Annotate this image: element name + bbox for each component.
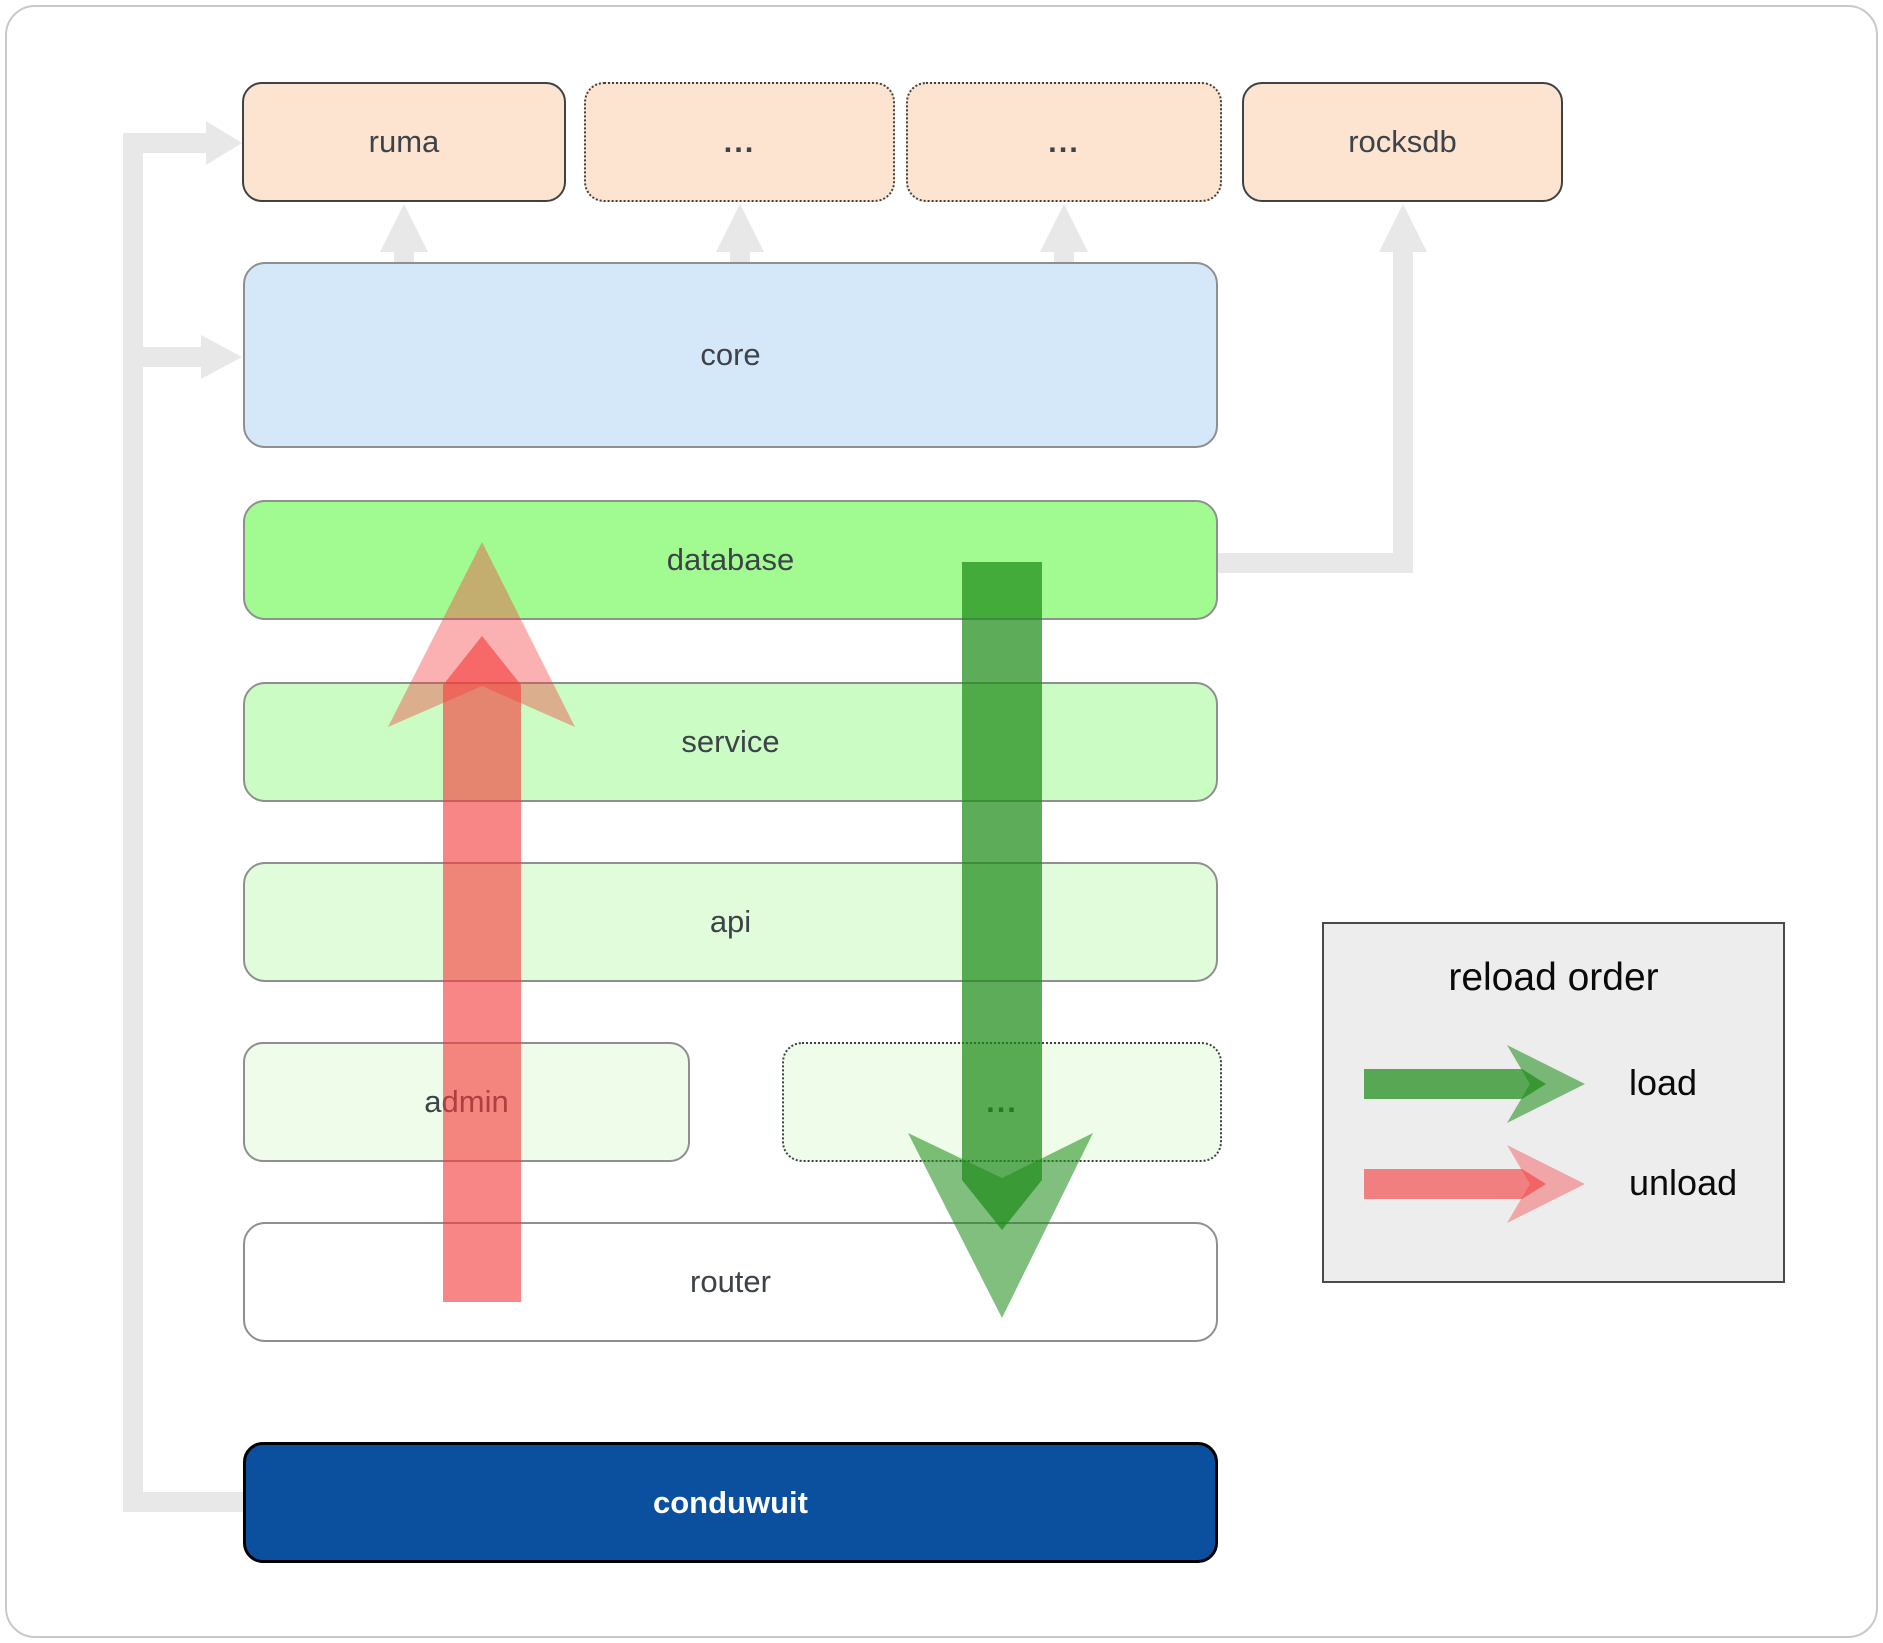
edge-conduwuit-horizontal-line [123, 1492, 244, 1512]
node-ruma: ruma [242, 82, 566, 202]
node-ellipsis-3-label: ... [986, 1084, 1018, 1119]
edge-database-to-rocksdb-arrowhead-icon [1379, 204, 1427, 252]
legend-load-arrow-head-icon [1507, 1045, 1585, 1123]
legend-load-label: load [1629, 1062, 1698, 1103]
edge-conduwuit-vertical-line [123, 133, 143, 1512]
edge-core-to-ellipsis1-arrowhead-icon [716, 204, 764, 252]
node-ellipsis-3: ... [782, 1042, 1222, 1162]
edge-to-core-stub [143, 347, 202, 367]
node-admin-label: admin [424, 1084, 509, 1119]
node-ellipsis-1-label: ... [723, 124, 756, 159]
node-router: router [243, 1222, 1218, 1342]
node-admin: admin [243, 1042, 690, 1162]
node-ellipsis-1: ... [584, 82, 895, 202]
node-ruma-label: ruma [368, 124, 440, 159]
edge-core-to-ellipsis2-arrowhead-icon [1040, 204, 1088, 252]
node-database: database [243, 500, 1218, 620]
legend-title: reload order [1448, 956, 1659, 999]
legend-arrows [1364, 1045, 1585, 1223]
edge-to-ruma-arrowhead-icon [206, 121, 242, 165]
node-core: core [243, 262, 1218, 448]
edge-core-to-ellipsis1-shaft [730, 250, 750, 263]
edge-core-to-ellipsis2-shaft [1054, 250, 1074, 263]
legend-unload-label: unload [1629, 1162, 1738, 1203]
node-database-label: database [666, 542, 795, 577]
legend-unload-arrow-head-icon [1507, 1145, 1585, 1223]
legend-unload-arrow-shaft [1364, 1169, 1546, 1199]
node-core-label: core [700, 337, 761, 372]
node-ellipsis-2-label: ... [1048, 124, 1080, 159]
node-router-label: router [690, 1264, 771, 1299]
edge-core-to-ruma-shaft [394, 250, 414, 263]
edge-to-core-arrowhead-icon [201, 335, 242, 379]
node-api: api [243, 862, 1218, 982]
node-rocksdb-label: rocksdb [1348, 124, 1457, 159]
node-api-label: api [709, 904, 752, 939]
legend-load-arrow-shaft [1364, 1069, 1546, 1099]
edge-database-to-rocksdb-horizontal [1218, 553, 1403, 573]
legend: reload order load unload [1322, 922, 1785, 1283]
canvas-border [5, 5, 1878, 1638]
node-ellipsis-2: ... [906, 82, 1222, 202]
edge-to-ruma-stub [143, 133, 207, 153]
node-service-label: service [681, 724, 780, 759]
node-service: service [243, 682, 1218, 802]
edge-database-to-rocksdb-vertical [1393, 250, 1413, 573]
edge-core-to-ruma-arrowhead-icon [380, 204, 428, 252]
node-rocksdb: rocksdb [1242, 82, 1563, 202]
node-conduwuit-label: conduwuit [653, 1484, 808, 1520]
node-conduwuit: conduwuit [243, 1442, 1218, 1563]
